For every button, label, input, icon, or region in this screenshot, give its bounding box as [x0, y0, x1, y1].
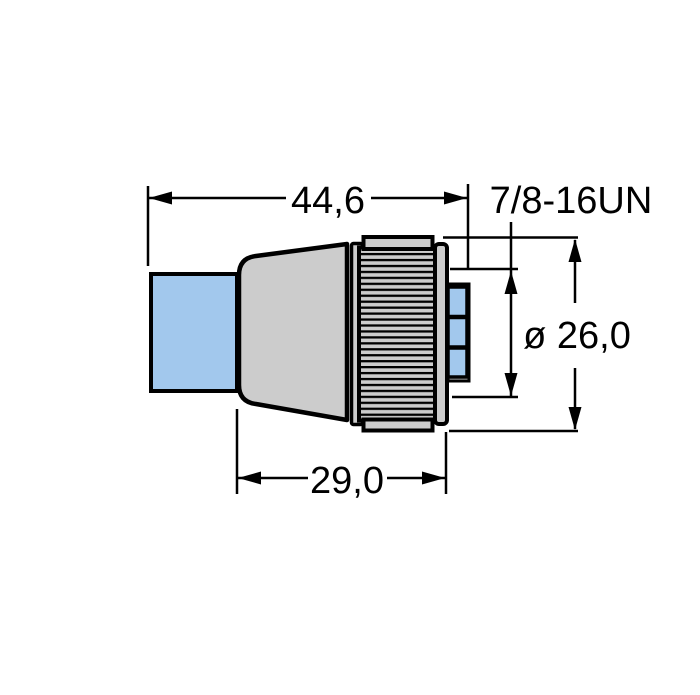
dimension-overall-length: 44,6	[146, 180, 470, 269]
connector-assembly	[149, 235, 471, 433]
arrowhead-right-icon	[422, 471, 445, 485]
arrowhead-up-icon	[568, 239, 582, 262]
thread-segment-middle	[446, 315, 469, 349]
arrowhead-left-icon	[149, 191, 172, 205]
arrowhead-down-icon	[568, 407, 582, 430]
thread-spec-label: 7/8-16UN	[490, 180, 653, 222]
dimension-thread-spec: 7/8-16UN	[450, 180, 653, 399]
nut-bottom-cap	[361, 417, 435, 433]
arrowhead-up-icon	[504, 271, 518, 294]
arrowhead-left-icon	[238, 471, 261, 485]
dimension-nut-diameter: ø 26,0	[443, 236, 631, 433]
arrowhead-down-icon	[504, 373, 518, 396]
connector-body-cone	[236, 241, 350, 423]
thread-segment-top	[446, 285, 469, 319]
body-length-label: 29,0	[310, 460, 384, 502]
cable-sleeve	[149, 272, 239, 393]
coupling-nut-knurling	[357, 245, 439, 423]
thread-segment-bottom	[446, 346, 469, 379]
nut-right-rim	[433, 242, 449, 426]
dimension-body-length: 29,0	[235, 409, 448, 502]
arrowhead-right-icon	[444, 191, 467, 205]
overall-length-label: 44,6	[291, 180, 365, 222]
nut-top-cap	[361, 235, 435, 251]
nut-diameter-label: ø 26,0	[523, 315, 631, 357]
